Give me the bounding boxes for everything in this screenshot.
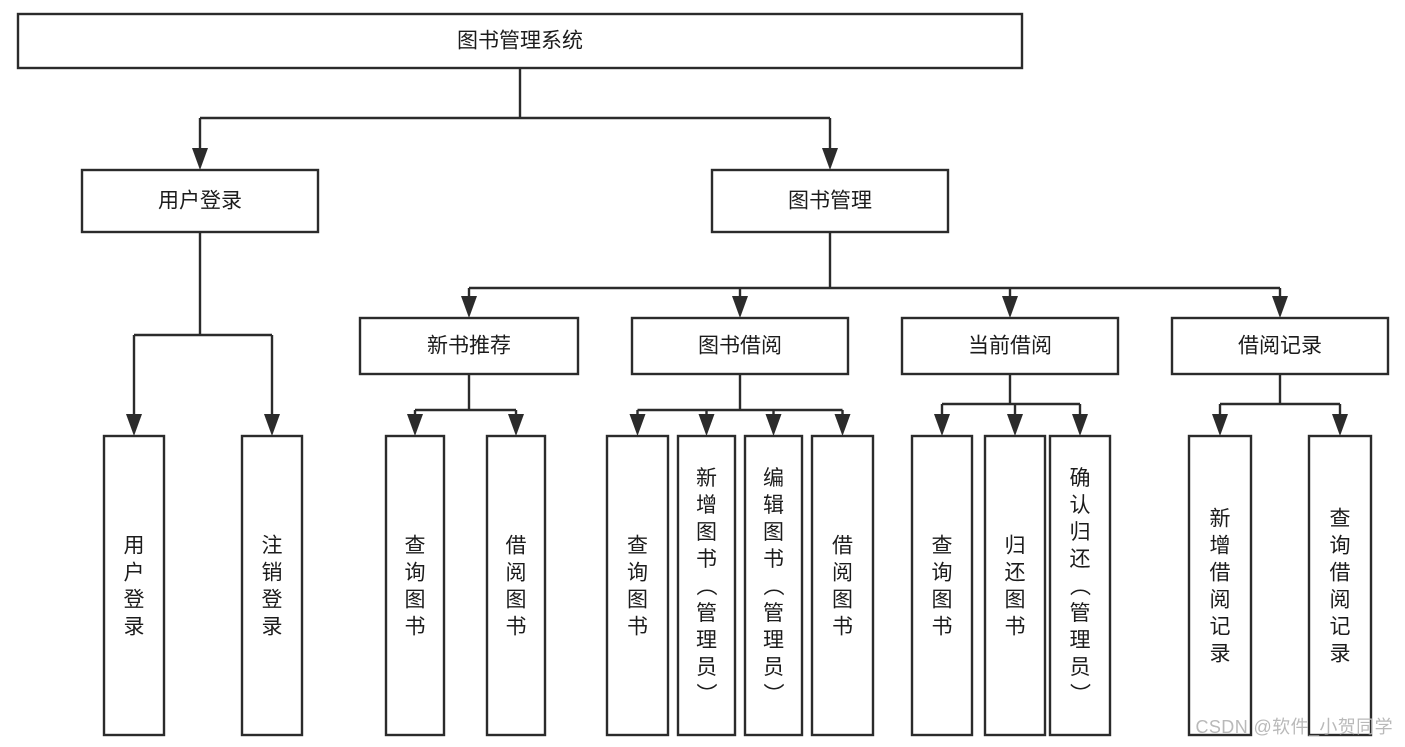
node-n-records[interactable]: 借阅记录	[1170, 316, 1390, 376]
node-box	[384, 434, 446, 737]
node-box	[676, 434, 737, 737]
arrow-head-icon	[698, 414, 715, 436]
node-l-cur-return[interactable]: 归还图书	[983, 434, 1047, 737]
arrow-head-icon	[629, 414, 646, 436]
node-n-book-mgmt[interactable]: 图书管理	[710, 168, 950, 234]
node-label: 当前借阅	[968, 335, 1052, 358]
node-box	[810, 434, 875, 737]
node-label: 图书管理	[788, 190, 872, 213]
node-n-user-login[interactable]: 用户登录	[80, 168, 320, 234]
node-label: 用户登录	[124, 535, 145, 639]
arrow-head-icon	[192, 148, 208, 170]
node-n-borrow[interactable]: 图书借阅	[630, 316, 850, 376]
node-label: 查询图书	[627, 535, 648, 639]
node-n-current[interactable]: 当前借阅	[900, 316, 1120, 376]
node-label: 图书管理系统	[457, 30, 583, 53]
node-box	[102, 434, 166, 737]
arrow-head-icon	[834, 414, 851, 436]
node-label: 查询图书	[932, 535, 953, 639]
node-box	[485, 434, 547, 737]
node-label: 编辑图书（管理员）	[763, 467, 785, 706]
arrow-head-icon	[1212, 414, 1228, 436]
arrow-head-icon	[461, 296, 477, 318]
node-label: 新增图书（管理员）	[696, 467, 718, 706]
node-l-logout[interactable]: 注销登录	[240, 434, 304, 737]
node-label: 用户登录	[158, 190, 242, 213]
arrow-head-icon	[765, 414, 782, 436]
node-box	[743, 434, 804, 737]
node-box	[630, 316, 850, 376]
node-l-rec-query[interactable]: 查询借阅记录	[1307, 434, 1373, 737]
node-label: 借阅记录	[1238, 335, 1322, 358]
node-box	[80, 168, 320, 234]
arrow-head-icon	[407, 414, 423, 436]
node-box	[910, 434, 974, 737]
node-l-bk-add[interactable]: 新增图书（管理员）	[676, 434, 737, 737]
node-box	[1170, 316, 1390, 376]
node-label: 新增借阅记录	[1210, 508, 1231, 666]
arrow-head-icon	[126, 414, 142, 436]
node-l-cur-query[interactable]: 查询图书	[910, 434, 974, 737]
node-box	[240, 434, 304, 737]
arrow-head-icon	[1072, 414, 1088, 436]
arrow-head-icon	[934, 414, 950, 436]
node-box	[1048, 434, 1112, 737]
node-label: 借阅图书	[506, 535, 527, 639]
node-label: 归还图书	[1005, 535, 1026, 639]
arrow-head-icon	[264, 414, 280, 436]
node-l-nb-borrow[interactable]: 借阅图书	[485, 434, 547, 737]
node-label: 新书推荐	[427, 335, 511, 358]
arrow-head-icon	[732, 296, 748, 318]
node-label: 查询图书	[405, 535, 426, 639]
arrow-head-icon	[1002, 296, 1018, 318]
node-l-cur-confirm[interactable]: 确认归还（管理员）	[1048, 434, 1112, 737]
arrow-head-icon	[1272, 296, 1288, 318]
node-l-rec-add[interactable]: 新增借阅记录	[1187, 434, 1253, 737]
node-box	[1307, 434, 1373, 737]
node-n-new-books[interactable]: 新书推荐	[358, 316, 580, 376]
nodes-layer: 图书管理系统用户登录图书管理新书推荐图书借阅当前借阅借阅记录用户登录注销登录查询…	[16, 12, 1390, 737]
node-l-bk-query[interactable]: 查询图书	[605, 434, 670, 737]
node-box	[983, 434, 1047, 737]
node-box	[358, 316, 580, 376]
node-box	[1187, 434, 1253, 737]
node-box	[16, 12, 1024, 70]
node-l-bk-edit[interactable]: 编辑图书（管理员）	[743, 434, 804, 737]
node-l-user-login[interactable]: 用户登录	[102, 434, 166, 737]
arrow-head-icon	[1007, 414, 1023, 436]
node-label: 图书借阅	[698, 335, 782, 358]
node-label: 确认归还（管理员）	[1070, 467, 1092, 706]
node-box	[710, 168, 950, 234]
node-root[interactable]: 图书管理系统	[16, 12, 1024, 70]
node-box	[605, 434, 670, 737]
arrow-head-icon	[508, 414, 524, 436]
node-l-bk-borrow[interactable]: 借阅图书	[810, 434, 875, 737]
edges-layer	[126, 68, 1348, 436]
arrow-head-icon	[822, 148, 838, 170]
node-label: 借阅图书	[832, 535, 853, 639]
node-l-nb-query[interactable]: 查询图书	[384, 434, 446, 737]
node-box	[900, 316, 1120, 376]
node-label: 查询借阅记录	[1330, 508, 1351, 666]
watermark-label: CSDN @软件_小贺同学	[1195, 717, 1393, 737]
node-label: 注销登录	[262, 535, 283, 639]
arrow-head-icon	[1332, 414, 1348, 436]
